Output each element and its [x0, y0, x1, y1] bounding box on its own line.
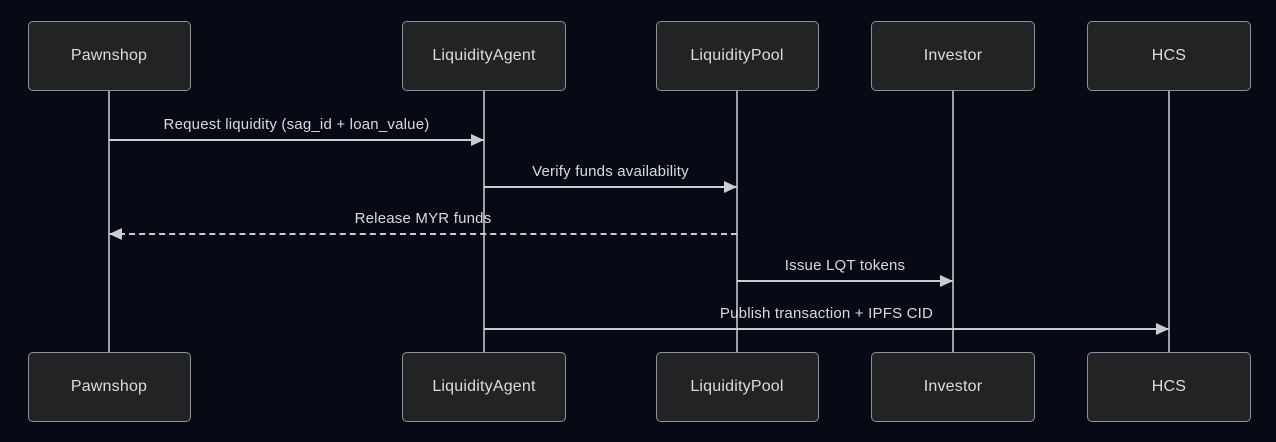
- message-line-4: [737, 280, 953, 282]
- lifeline-liquidity-pool: [736, 91, 738, 352]
- message-arrowhead-1: [471, 134, 484, 146]
- message-line-2: [484, 186, 737, 188]
- message-arrowhead-2: [724, 181, 737, 193]
- actor-bottom-pawnshop: Pawnshop: [27, 352, 191, 422]
- message-label-4: Issue LQT tokens: [784, 257, 906, 274]
- actor-bottom-hcs: HCS: [1087, 352, 1251, 422]
- message-line-1: [109, 139, 484, 141]
- lifeline-liquidity-agent: [483, 91, 485, 352]
- message-arrowhead-3: [109, 228, 122, 240]
- message-arrowhead-5: [1156, 323, 1169, 335]
- message-line-3: [109, 233, 737, 235]
- actor-top-pawnshop: Pawnshop: [27, 21, 191, 91]
- actor-top-liquidity-pool: LiquidityPool: [655, 21, 819, 91]
- actor-bottom-liquidity-agent: LiquidityAgent: [402, 352, 566, 422]
- message-label-2: Verify funds availability: [532, 163, 689, 180]
- message-label-3: Release MYR funds: [354, 210, 492, 227]
- message-label-1: Request liquidity (sag_id + loan_value): [163, 116, 430, 133]
- message-arrowhead-4: [940, 275, 953, 287]
- lifeline-investor: [952, 91, 954, 352]
- actor-bottom-investor: Investor: [871, 352, 1035, 422]
- actor-bottom-liquidity-pool: LiquidityPool: [655, 352, 819, 422]
- actor-top-hcs: HCS: [1087, 21, 1251, 91]
- actor-top-investor: Investor: [871, 21, 1035, 91]
- lifeline-pawnshop: [108, 91, 110, 352]
- message-line-5: [484, 328, 1169, 330]
- actor-top-liquidity-agent: LiquidityAgent: [402, 21, 566, 91]
- message-label-5: Publish transaction + IPFS CID: [719, 305, 934, 322]
- lifeline-hcs: [1168, 91, 1170, 352]
